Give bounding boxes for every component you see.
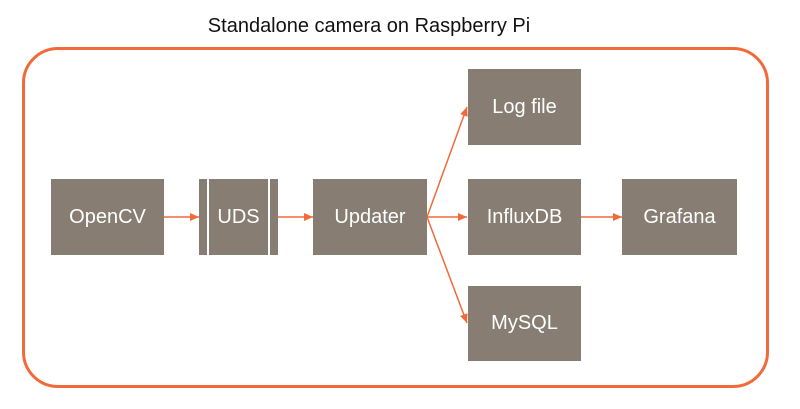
node-opencv: OpenCV xyxy=(51,179,164,255)
diagram-title: Standalone camera on Raspberry Pi xyxy=(207,15,531,37)
raspberry-pi-container xyxy=(22,47,769,388)
edge-updater-to-mysql xyxy=(426,216,468,324)
node-uds: UDS xyxy=(199,179,278,255)
node-mysql: MySQL xyxy=(468,286,581,361)
node-uds-label: UDS xyxy=(217,205,260,228)
node-grafana: Grafana xyxy=(622,179,737,255)
node-influxdb: InfluxDB xyxy=(468,179,581,255)
node-updater: Updater xyxy=(313,179,427,255)
edge-updater-to-log-file xyxy=(426,106,468,218)
node-log-file: Log file xyxy=(468,69,581,145)
